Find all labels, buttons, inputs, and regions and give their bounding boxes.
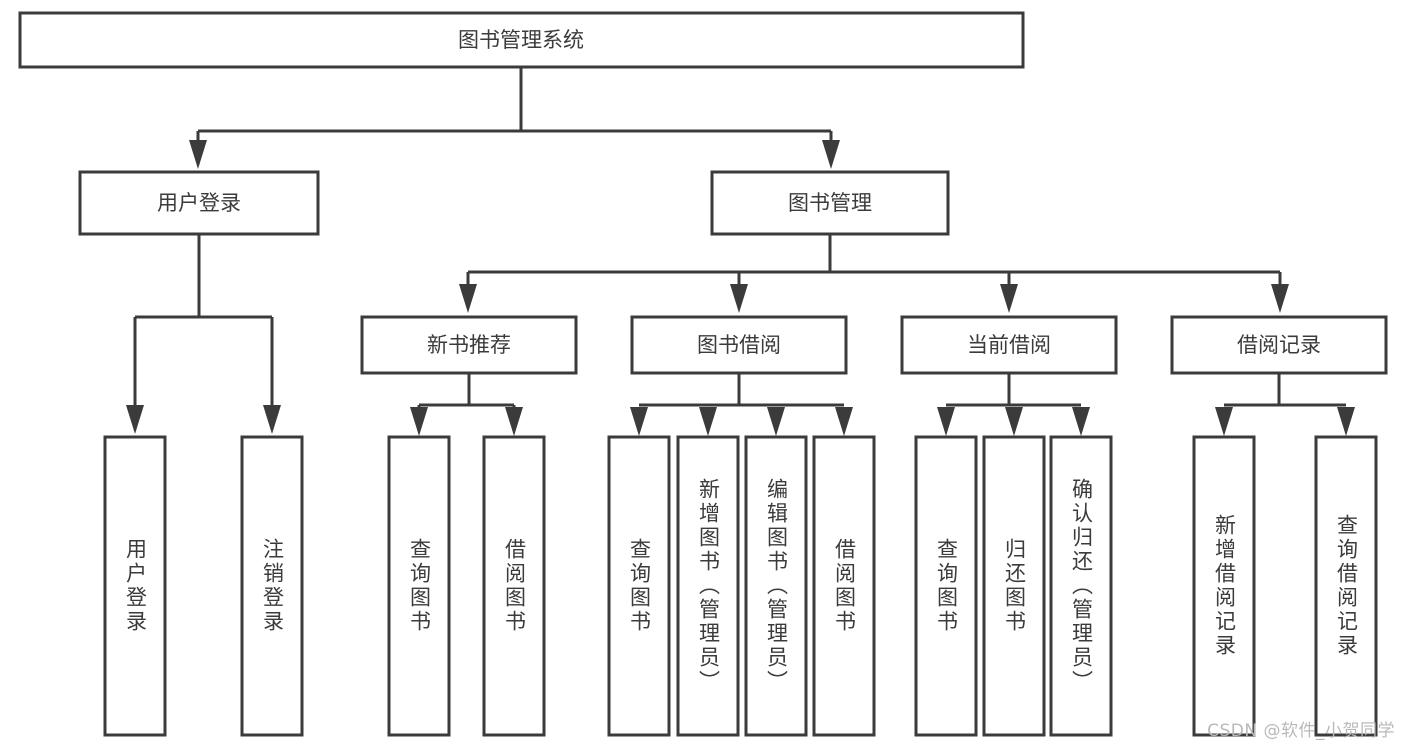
node-borrow-record-label: 借阅记录 [1237, 333, 1321, 357]
leaf-box-return-book[interactable] [982, 435, 1046, 737]
arrow-head-borrow-record [1271, 284, 1289, 313]
arrow-head-leaf-edit-book [767, 407, 785, 436]
leaf-box-query-book-1[interactable] [387, 435, 451, 737]
leaf-box-logout-login[interactable] [240, 435, 304, 737]
node-book-management-label: 图书管理 [788, 191, 872, 215]
watermark-text: CSDN @软件_小贺同学 [1207, 721, 1395, 741]
arrow-head-new-book-recommend [459, 284, 477, 313]
node-new-book-recommend-label: 新书推荐 [427, 333, 511, 357]
node-current-borrow-label: 当前借阅 [967, 333, 1051, 357]
arrow-head-user-login [189, 140, 207, 169]
arrow-head-leaf-return-book [1005, 407, 1023, 436]
leaf-box-add-record[interactable] [1192, 435, 1256, 737]
node-root-system-box [18, 11, 1025, 69]
node-current-borrow-box [900, 315, 1118, 375]
arrow-head-leaf-query-book-2 [630, 407, 648, 436]
node-book-management-box [710, 170, 950, 236]
arrow-head-book-borrow [730, 284, 748, 313]
node-book-management[interactable]: 图书管理 [710, 170, 950, 236]
arrow-head-leaf-add-book [699, 407, 717, 436]
arrow-head-leaf-borrow-book-1 [505, 407, 523, 436]
node-user-login[interactable]: 用户登录 [78, 170, 320, 236]
arrow-head-leaf-user-login [126, 405, 144, 434]
leaf-box-borrow-book-2[interactable] [812, 435, 876, 737]
arrow-head-leaf-logout-login [263, 405, 281, 434]
leaf-box-query-book-3[interactable] [914, 435, 978, 737]
leaf-box-query-record[interactable] [1314, 435, 1378, 737]
leaf-box-add-book[interactable] [676, 435, 740, 737]
node-root-system[interactable]: 图书管理系统 [18, 11, 1025, 69]
node-current-borrow[interactable]: 当前借阅 [900, 315, 1118, 375]
node-root-system-label: 图书管理系统 [458, 28, 584, 52]
leaf-box-query-book-2[interactable] [607, 435, 671, 737]
leaf-box-confirm-return[interactable] [1049, 435, 1113, 737]
leaf-box-borrow-book-1[interactable] [482, 435, 546, 737]
node-new-book-recommend[interactable]: 新书推荐 [360, 315, 578, 375]
node-user-login-label: 用户登录 [157, 191, 241, 215]
arrow-head-leaf-query-book-1 [410, 407, 428, 436]
arrow-head-leaf-add-record [1215, 407, 1233, 436]
node-book-borrow[interactable]: 图书借阅 [630, 315, 848, 375]
node-borrow-record[interactable]: 借阅记录 [1170, 315, 1388, 375]
arrow-head-leaf-query-record [1337, 407, 1355, 436]
node-book-borrow-box [630, 315, 848, 375]
arrow-head-leaf-borrow-book-2 [835, 407, 853, 436]
leaf-box-user-login[interactable] [103, 435, 167, 737]
arrow-head-leaf-confirm-return [1072, 407, 1090, 436]
node-book-borrow-label: 图书借阅 [697, 333, 781, 357]
arrow-head-current-borrow [1000, 284, 1018, 313]
node-new-book-recommend-box [360, 315, 578, 375]
node-borrow-record-box [1170, 315, 1388, 375]
arrow-head-leaf-query-book-3 [937, 407, 955, 436]
arrow-head-book-management [822, 140, 840, 169]
leaf-box-edit-book[interactable] [744, 435, 808, 737]
